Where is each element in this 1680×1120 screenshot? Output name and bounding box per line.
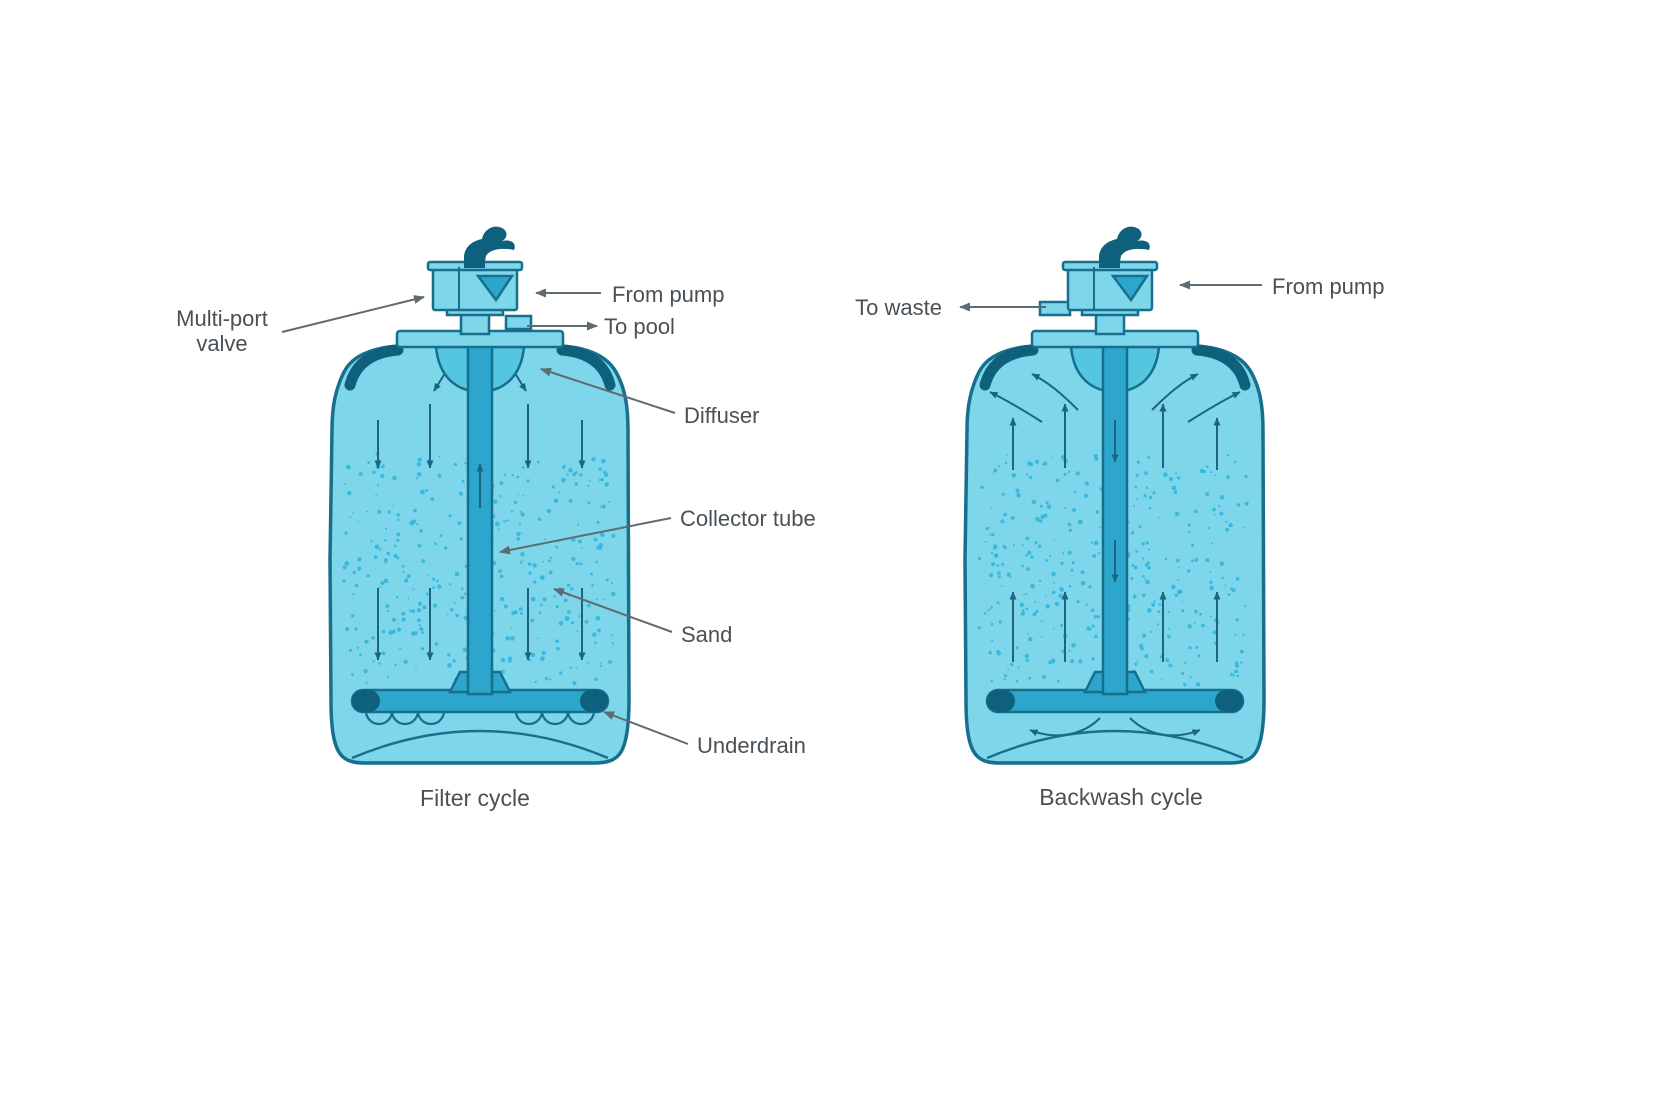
caption-filter-cycle: Filter cycle <box>420 785 530 811</box>
tank-bottom-dome <box>351 729 609 760</box>
tank-top-rim-right <box>556 344 616 391</box>
collector-tube-leader <box>499 517 672 555</box>
underdrain <box>985 688 1245 714</box>
label-multi-port-valve-line2: valve <box>196 331 247 356</box>
filter-cycle-tank <box>328 226 631 765</box>
multiport-valve <box>426 226 533 336</box>
label-to-pool: To pool <box>604 314 675 339</box>
caption-backwash-cycle: Backwash cycle <box>1039 784 1203 810</box>
sand-leader <box>553 588 673 633</box>
label-from-pump-right: From pump <box>1272 274 1384 299</box>
label-diffuser: Diffuser <box>684 403 759 428</box>
annotation-leaders <box>281 280 1262 745</box>
tank-bottom-dome <box>986 729 1244 760</box>
underdrain-leader <box>603 711 689 745</box>
label-collector-tube: Collector tube <box>680 506 816 531</box>
label-sand: Sand <box>681 622 732 647</box>
multi-port-valve-leader <box>281 295 425 333</box>
valve-funnel <box>1110 274 1150 303</box>
diffuser-leader <box>540 367 676 414</box>
underdrain <box>350 688 610 714</box>
backwash-cycle-tank <box>963 226 1266 765</box>
multiport-valve <box>1038 226 1159 336</box>
lateral-bumps <box>364 709 596 726</box>
tank-top-rim-right <box>1191 344 1251 391</box>
sand-speckles <box>977 454 1249 687</box>
valve-funnel <box>475 274 515 303</box>
collector-tube <box>447 338 513 696</box>
label-multi-port-valve-line1: Multi-port <box>176 306 268 331</box>
label-underdrain: Underdrain <box>697 733 806 758</box>
upward-flow-arrows <box>989 373 1241 737</box>
label-to-waste: To waste <box>855 295 942 320</box>
valve-handle <box>464 226 515 268</box>
valve-handle <box>1099 226 1150 268</box>
label-from-pump: From pump <box>612 282 724 307</box>
annotation-labels: Multi-port valve From pump To pool Diffu… <box>176 274 1384 811</box>
tank-top-rim-left <box>344 344 404 391</box>
tank-top-rim-left <box>979 344 1039 391</box>
